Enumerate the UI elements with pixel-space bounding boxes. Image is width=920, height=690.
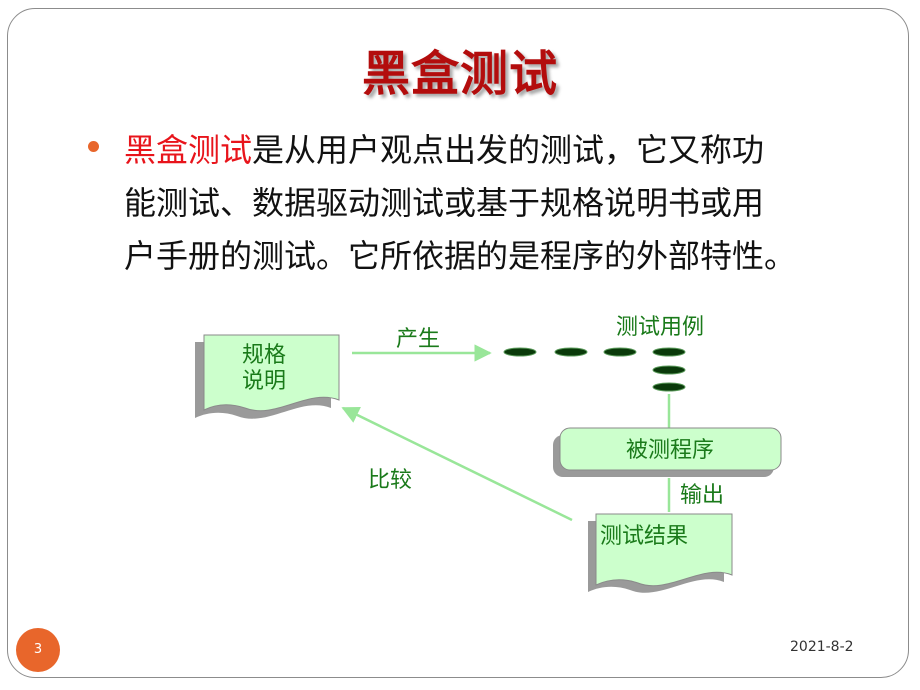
- results-document: [588, 513, 733, 593]
- paragraph: 黑盒测试是从用户观点出发的测试，它又称功 能测试、数据驱动测试或基于规格说明书或…: [124, 124, 864, 283]
- paragraph-line-1: 是从用户观点出发的测试，它又称功: [252, 131, 765, 169]
- compare-arrow: [341, 406, 573, 522]
- slide-frame: [7, 8, 909, 678]
- highlight-term: 黑盒测试: [124, 131, 253, 169]
- program-label: 被测程序: [626, 438, 714, 463]
- compare-label: 比较: [368, 468, 412, 493]
- test-cases-label: 测试用例: [616, 315, 704, 340]
- output-label: 输出: [680, 483, 724, 508]
- slide-title: 黑盒测试: [361, 46, 558, 102]
- bullet-icon: [88, 141, 99, 152]
- test-case-marks: [503, 347, 686, 392]
- slide-number-badge: 3: [16, 628, 60, 672]
- produce-label: 产生: [396, 327, 440, 352]
- slide-date: 2021-8-2: [790, 639, 854, 655]
- paragraph-line-2: 能测试、数据驱动测试或基于规格说明书或用: [124, 184, 765, 222]
- spec-doc-label-line1: 规格: [242, 343, 286, 368]
- paragraph-line-3: 户手册的测试。它所依据的是程序的外部特性。: [124, 237, 797, 275]
- results-label: 测试结果: [600, 524, 688, 549]
- spec-document: [195, 334, 340, 419]
- program-box: [553, 427, 782, 477]
- spec-doc-label-line2: 说明: [242, 369, 286, 394]
